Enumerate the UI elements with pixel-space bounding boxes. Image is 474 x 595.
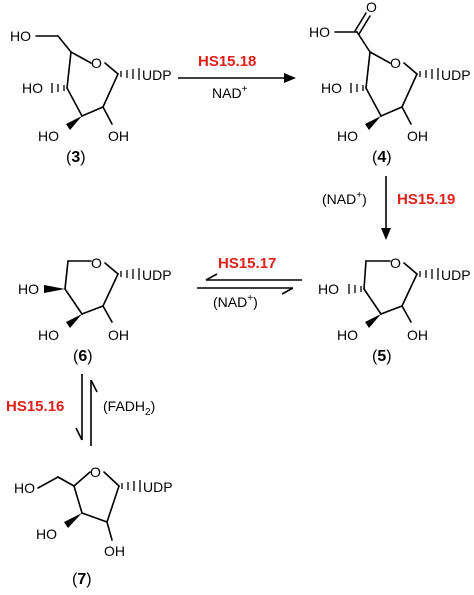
c5-ho-3: HO (337, 327, 358, 343)
c3-ring-o: O (91, 55, 102, 71)
c7-udp: UDP (143, 479, 173, 495)
c4-ho-4: HO (321, 80, 342, 96)
c6-ring-o: O (91, 255, 102, 271)
compound-4-structure (334, 12, 439, 130)
c3-ho-4: HO (22, 80, 43, 96)
compound-5-number: 5 (377, 348, 386, 365)
c6-ho-3: HO (38, 327, 59, 343)
c4-ring-o: O (390, 55, 401, 71)
compound-7-structure (37, 471, 141, 541)
compound-6-label: (6) (73, 348, 93, 365)
compound-3-number: 3 (71, 149, 80, 166)
c7-oh-2: OH (104, 543, 125, 559)
c4-ho-3: HO (337, 128, 358, 144)
c5-udp: UDP (441, 267, 471, 283)
c4-carbonyl-o: O (366, 0, 377, 15)
compound-3-structure (35, 35, 140, 130)
enzyme-hs15-18: HS15.18 (198, 53, 256, 70)
cofactor-fadh2: (FADH2) (103, 398, 155, 418)
c3-udp: UDP (142, 67, 172, 83)
c5-ring-o: O (390, 255, 401, 271)
c3-ho-3: HO (38, 128, 59, 144)
compound-4-number: 4 (377, 149, 386, 166)
c5-ho-4: HO (318, 281, 339, 297)
arrow-4-to-5 (381, 176, 391, 240)
arrow-3-to-4 (178, 73, 296, 83)
enzyme-hs15-17: HS15.17 (218, 255, 276, 272)
c4-oh-2: OH (407, 128, 428, 144)
c6-udp: UDP (142, 267, 172, 283)
compound-5-structure (348, 260, 439, 328)
c5-oh-2: OH (407, 327, 428, 343)
c6-ho-4: HO (18, 281, 39, 297)
c3-ho-6: HO (10, 28, 31, 44)
compound-6-structure (44, 260, 140, 328)
equilibrium-5-6 (197, 273, 302, 295)
c7-ring-o: O (90, 464, 101, 480)
compound-4-label: (4) (372, 149, 392, 166)
c4-udp: UDP (441, 67, 471, 83)
c4-ho-acid: HO (309, 24, 330, 40)
c3-oh-2: OH (108, 128, 129, 144)
c6-oh-2: OH (108, 327, 129, 343)
enzyme-hs15-16: HS15.16 (6, 398, 64, 415)
compound-3-label: (3) (66, 149, 86, 166)
cofactor-nad-2: (NAD+) (322, 190, 367, 207)
cofactor-nad-1: NAD+ (212, 84, 248, 101)
compound-5-label: (5) (372, 348, 392, 365)
c7-ho-3: HO (36, 526, 57, 542)
compound-6-number: 6 (78, 348, 87, 365)
compound-7-number: 7 (77, 571, 86, 588)
enzyme-hs15-19: HS15.19 (397, 191, 455, 208)
equilibrium-6-7 (75, 374, 98, 446)
c7-ho-5: HO (14, 480, 35, 496)
cofactor-nad-3: (NAD+) (213, 293, 258, 310)
compound-7-label: (7) (72, 571, 92, 588)
